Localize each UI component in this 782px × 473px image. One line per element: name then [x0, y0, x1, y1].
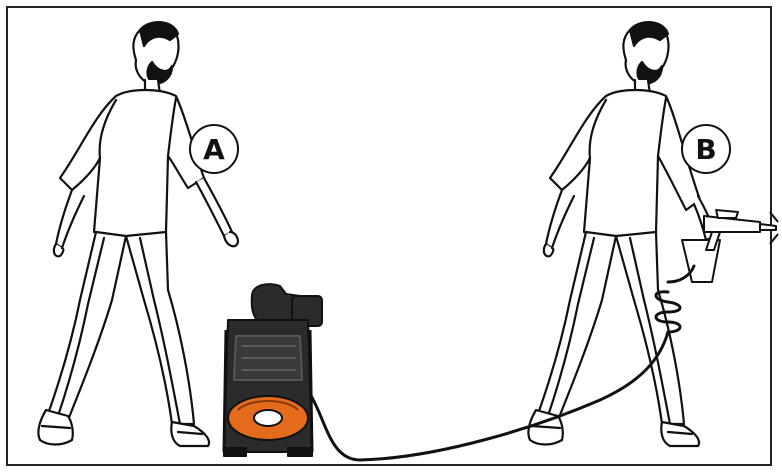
air-compressor-icon [224, 284, 322, 456]
person-walking-icon [38, 22, 238, 446]
spray-gun-icon [682, 210, 778, 282]
person-walking-icon [528, 22, 716, 446]
label-a-badge: A [189, 124, 239, 174]
label-b-badge: B [681, 124, 731, 174]
